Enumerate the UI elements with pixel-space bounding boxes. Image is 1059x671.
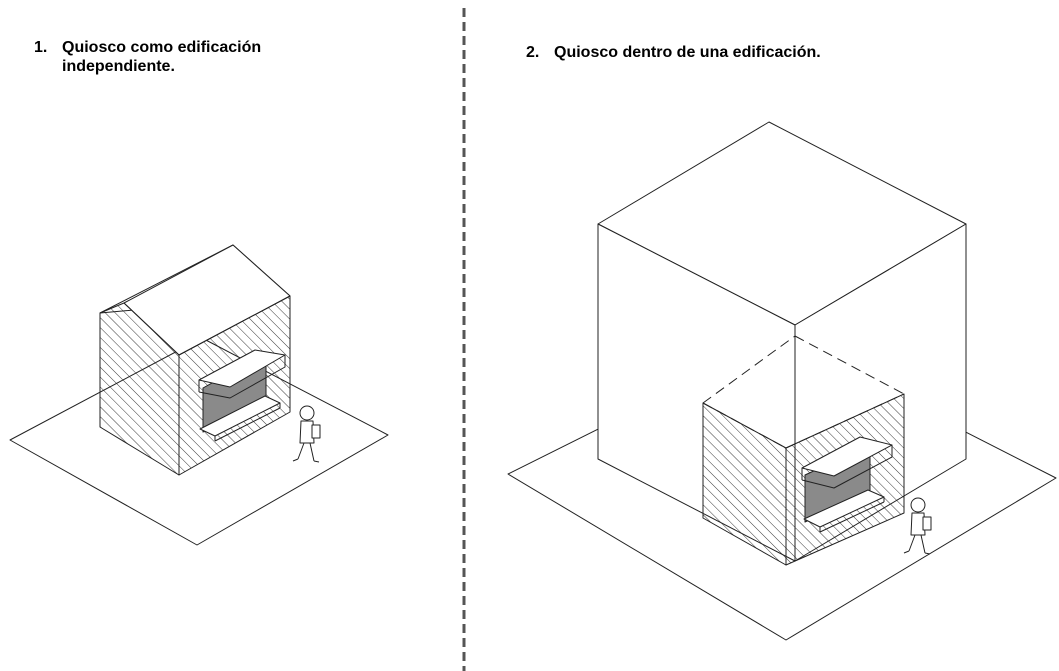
caption-text: Quiosco como edificación independiente.: [62, 39, 262, 75]
caption-number: 2.: [526, 44, 540, 61]
pedestrian-figure: [292, 405, 321, 463]
caption-kiosk-inside-building: 2. Quiosco dentro de una edificación.: [526, 43, 1006, 62]
caption-text: Quiosco dentro de una edificación.: [554, 44, 821, 61]
caption-number: 1.: [34, 39, 48, 56]
pedestrian-figure: [903, 497, 932, 555]
standalone-kiosk-illustration: [9, 244, 389, 546]
caption-kiosk-standalone: 1. Quiosco como edificación independiente…: [34, 38, 374, 76]
building-kiosk-illustration: [507, 121, 1057, 641]
